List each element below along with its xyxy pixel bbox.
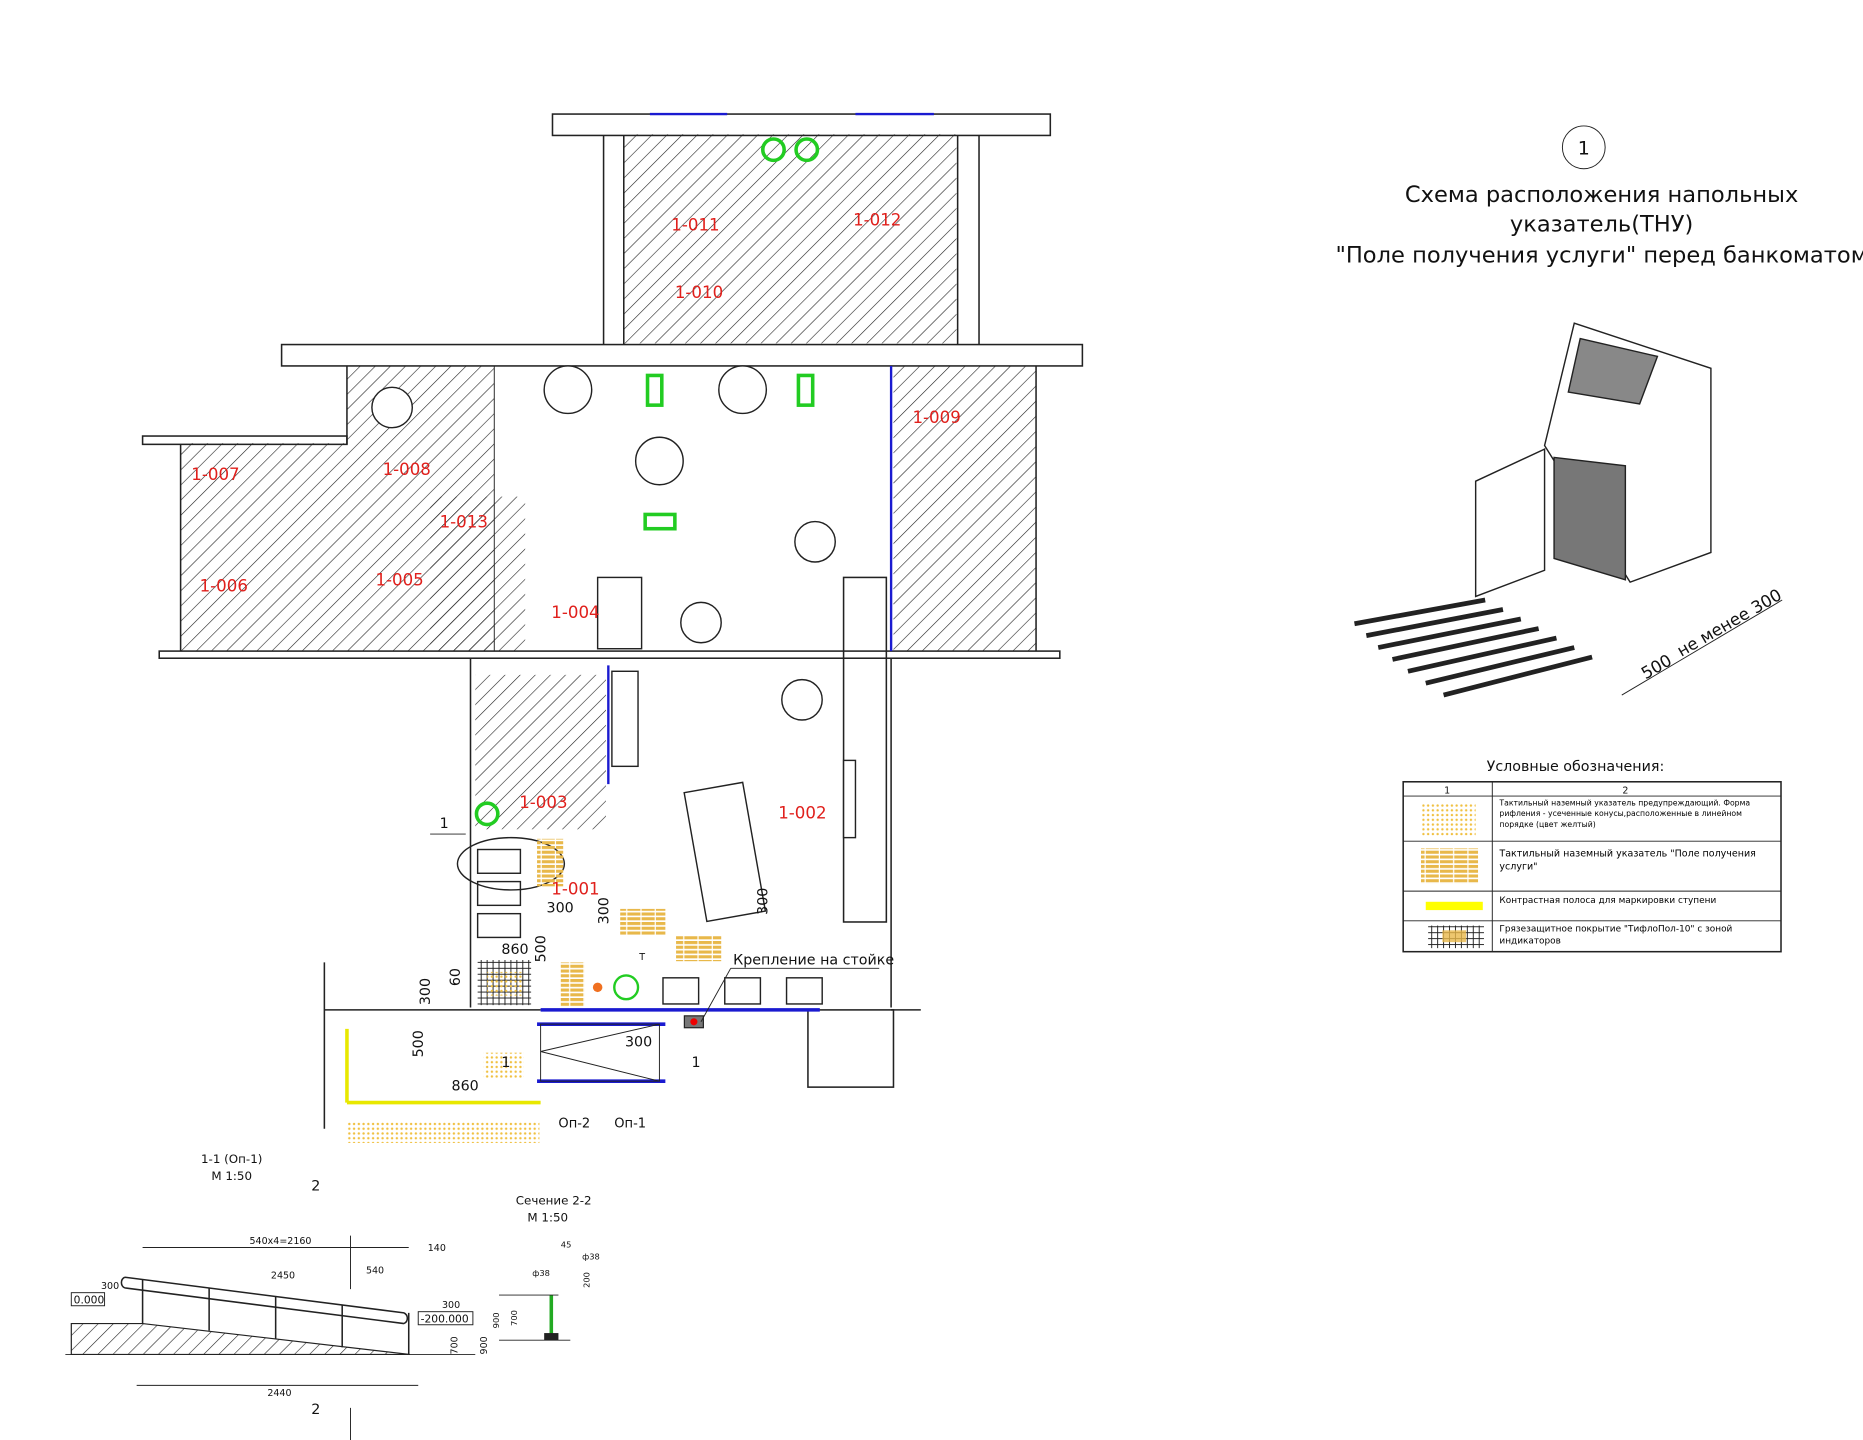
hatched-rooms	[180, 134, 1037, 830]
level-mark: 0.000	[74, 1293, 105, 1306]
room-label: 1-002	[778, 804, 826, 823]
callout-label: 1	[440, 816, 449, 832]
legend: Условные обозначения: 1 2 Тактильный наз…	[1402, 759, 1782, 953]
room-label: 1-008	[383, 460, 431, 479]
dimension: 860	[451, 1079, 478, 1095]
legend-col: 2	[1622, 786, 1628, 797]
section-title: 1-1 (Оп-1)	[201, 1152, 262, 1166]
section-mark: 1	[501, 1055, 510, 1071]
dimension: 2450	[271, 1270, 295, 1281]
legend-col: 1	[1444, 786, 1450, 797]
section-mark: 1	[692, 1055, 701, 1071]
dimension: 540	[366, 1266, 384, 1277]
room-label: 1-011	[671, 215, 719, 234]
room-label: 1-013	[440, 513, 488, 532]
sheet-number: 1	[1578, 137, 1590, 159]
section-2-2: Сечение 2-2 М 1:50 45 ф38 ф38 200 900 70…	[491, 1194, 600, 1341]
dimension: 140	[428, 1243, 446, 1254]
walls	[141, 112, 1084, 1129]
dimension: 900	[479, 1336, 490, 1354]
atm-illustration: 500 не менее 300	[1354, 322, 1785, 698]
dimension: 300	[442, 1300, 460, 1311]
legend-row-text: Грязезащитное покрытие "ТифлоПол-10" с з…	[1499, 923, 1733, 946]
dimension: ф38	[582, 1251, 600, 1261]
dimension: 300	[101, 1281, 119, 1292]
legend-title: Условные обозначения:	[1487, 759, 1665, 775]
dimension: 300	[547, 900, 574, 916]
dimension: 500	[533, 935, 549, 962]
dimension: 2440	[267, 1388, 291, 1399]
sheet-title: 1 Схема расположения напольных указатель…	[1335, 125, 1863, 269]
dimension: 300	[625, 1035, 652, 1051]
atm-dim: не менее 300	[1674, 585, 1785, 660]
section-scale: М 1:50	[211, 1169, 252, 1183]
dimension: 300	[596, 897, 612, 924]
level-mark: -200.000	[421, 1312, 469, 1325]
room-label: 1-010	[675, 283, 723, 302]
section-title: Сечение 2-2	[516, 1194, 592, 1208]
t-box-label: Т	[638, 952, 645, 963]
dimension: ф38	[532, 1268, 550, 1278]
section-scale: М 1:50	[527, 1210, 568, 1224]
dimension: 860	[501, 942, 528, 958]
atm-dim: 500	[1638, 651, 1675, 683]
tactile-markings	[346, 137, 820, 1143]
dimension: 200	[581, 1272, 591, 1288]
room-labels: 1-011 1-012 1-010 1-009 1-008 1-007 1-01…	[191, 211, 961, 899]
tactile-field-strips	[1354, 597, 1593, 698]
room-label: 1-001	[551, 880, 599, 899]
dimension: 540x4=2160	[250, 1236, 312, 1247]
contrast-strip-swatch	[1425, 901, 1483, 911]
mount-note: Крепление на стойке	[733, 953, 894, 969]
cut-mark: 2	[311, 1178, 320, 1194]
dimension: 300	[756, 888, 772, 915]
room-label: 1-004	[551, 603, 599, 622]
dimension: 500	[411, 1030, 427, 1057]
title-line: указатель(ТНУ)	[1510, 212, 1693, 238]
dimension: 45	[561, 1240, 572, 1250]
cut-mark: 2	[311, 1402, 320, 1418]
dimension: 300	[418, 978, 434, 1005]
legend-row-text: Тактильный наземный указатель "Поле полу…	[1499, 848, 1756, 873]
title-line: Схема расположения напольных	[1405, 182, 1798, 208]
op1-label: Оп-1	[614, 1117, 646, 1132]
plan-annotations: 1 Крепление на стойке Оп-2 Оп-1 1 1 Т 30…	[411, 816, 894, 1131]
room-label: 1-005	[375, 571, 423, 590]
room-label: 1-007	[191, 465, 239, 484]
dimension: 700	[449, 1336, 460, 1354]
dimension: 700	[509, 1310, 519, 1326]
dimension: 60	[448, 968, 464, 986]
service-field-swatch	[1421, 848, 1479, 884]
dimension: 900	[491, 1312, 501, 1328]
room-label: 1-003	[519, 793, 567, 812]
warning-tactile-swatch	[1422, 803, 1476, 837]
legend-row-text: Контрастная полоса для маркировки ступен…	[1499, 894, 1717, 906]
room-label: 1-012	[853, 211, 901, 230]
room-label: 1-009	[912, 408, 960, 427]
op2-label: Оп-2	[558, 1117, 590, 1132]
legend-row-text: Тактильный наземный указатель предупрежд…	[1499, 798, 1751, 830]
title-line: "Поле получения услуги" перед банкоматом	[1335, 243, 1863, 269]
section-1-1: 1-1 (Оп-1) М 1:50 540x4=2160 2450 540 14…	[65, 1152, 490, 1440]
furniture	[371, 365, 857, 1005]
room-label: 1-006	[200, 577, 248, 596]
